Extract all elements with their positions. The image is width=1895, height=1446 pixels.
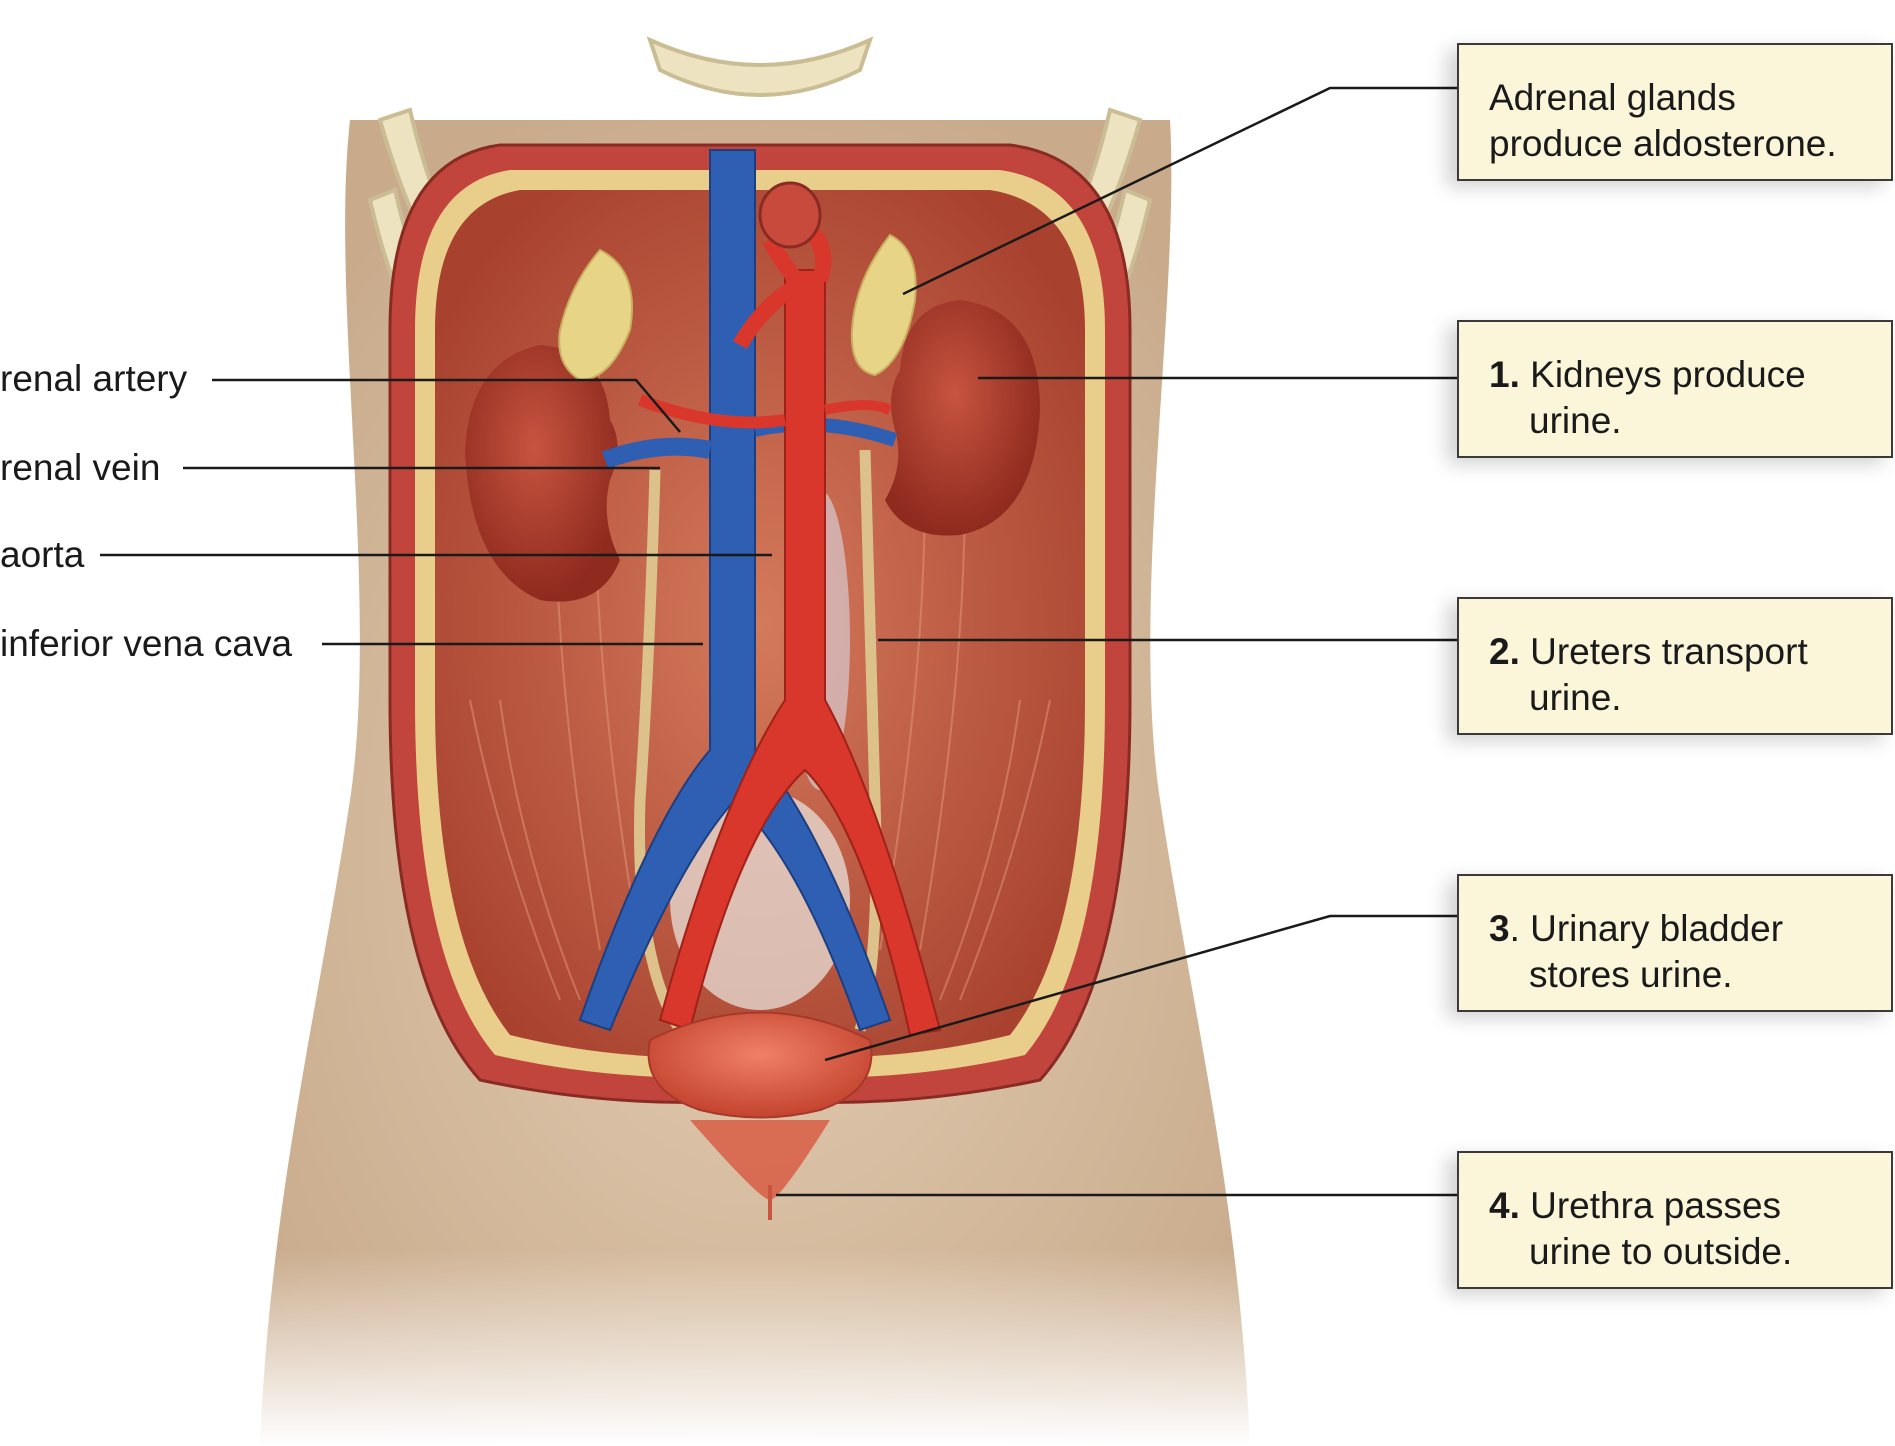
renal-artery-right <box>823 400 893 415</box>
right-adrenal-gland <box>850 233 917 377</box>
callout-ureters-number: 2. <box>1489 631 1520 672</box>
urinary-bladder <box>647 1011 873 1119</box>
renal-vein-left <box>601 437 712 469</box>
aorta <box>658 269 942 1037</box>
leader-adrenal <box>902 86 1457 296</box>
callout-ureters-line1: Ureters transport <box>1519 631 1808 672</box>
right-kidney <box>885 300 1040 536</box>
leader-bladder <box>824 914 1457 1062</box>
callout-urethra-line1: Urethra passes <box>1519 1185 1782 1226</box>
left-kidney <box>465 345 620 602</box>
callout-urethra: 4. Urethra passes urine to outside. <box>1457 1151 1893 1289</box>
callout-ureters: 2. Ureters transport urine. <box>1457 597 1893 735</box>
callout-ureters-line2: urine. <box>1529 677 1622 718</box>
callout-kidneys-number: 1. <box>1489 354 1520 395</box>
callout-kidneys-line2: urine. <box>1529 400 1622 441</box>
muscle-striations <box>469 359 1051 1001</box>
urethra <box>690 1120 830 1200</box>
callout-urinary-bladder: 3. Urinary bladder stores urine. <box>1457 874 1893 1012</box>
callout-bladder-line2: stores urine. <box>1529 954 1733 995</box>
callout-kidneys: 1. Kidneys produce urine. <box>1457 320 1893 458</box>
label-renal-vein: renal vein <box>0 447 161 488</box>
callout-kidneys-line1: Kidneys produce <box>1519 354 1806 395</box>
callout-urethra-line2: urine to outside. <box>1529 1231 1793 1272</box>
left-ureter <box>634 469 685 1033</box>
label-aorta: aorta <box>0 534 85 575</box>
callout-adrenal-line2: produce aldosterone. <box>1489 123 1837 164</box>
label-renal-artery: renal artery <box>0 358 188 399</box>
callout-adrenal-glands: Adrenal glands produce aldosterone. <box>1457 43 1893 181</box>
callout-bladder-number: 3 <box>1489 908 1510 949</box>
callout-adrenal-line1: Adrenal glands <box>1489 77 1736 118</box>
label-inferior-vena-cava: inferior vena cava <box>0 623 293 664</box>
callout-urethra-number: 4. <box>1489 1185 1520 1226</box>
leader-renal-artery <box>212 378 681 433</box>
esophagus <box>758 181 822 249</box>
leader-lines <box>100 86 1457 1197</box>
callout-bladder-line1: . Urinary bladder <box>1509 908 1784 949</box>
